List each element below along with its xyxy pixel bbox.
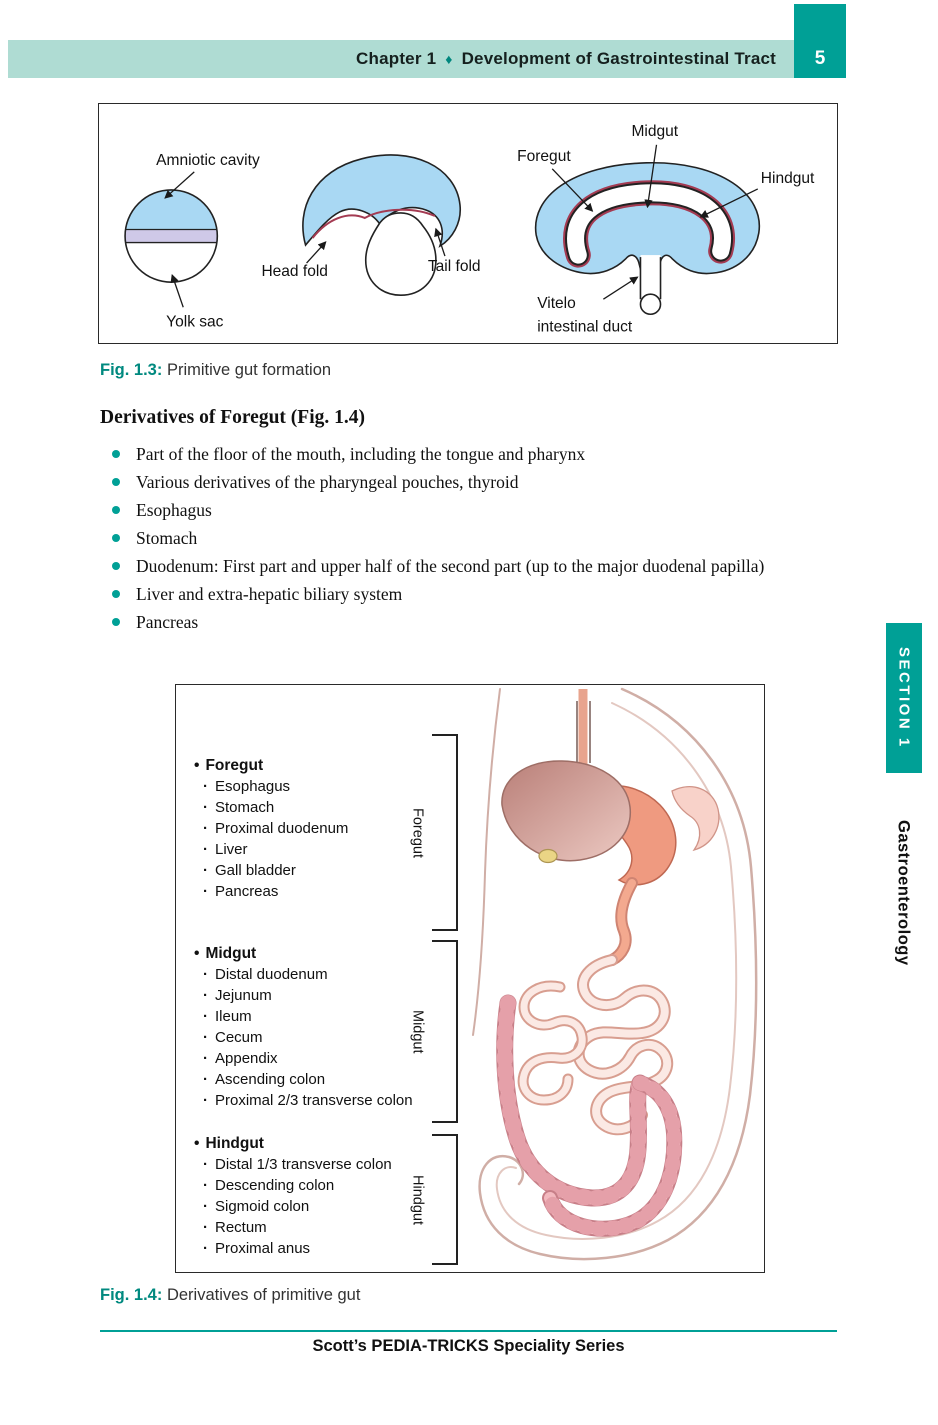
list-item: Sigmoid colon [194,1196,438,1217]
list-item: Gall bladder [194,860,438,881]
midgut-group: Midgut Distal duodenum Jejunum Ileum Cec… [194,943,438,1111]
list-item: Liver and extra-hepatic biliary system [100,580,846,608]
midgut-group-title: Midgut [194,943,438,964]
chapter-header-text: Chapter 1 ♦ Development of Gastrointestina… [356,49,776,69]
figure-1-4-box: Foregut Esophagus Stomach Proximal duode… [175,684,765,1273]
list-item: Liver [194,839,438,860]
hindgut-bracket [432,1134,458,1265]
list-item: Rectum [194,1217,438,1238]
list-item: Ascending colon [194,1069,438,1090]
list-item: Distal 1/3 transverse colon [194,1154,438,1175]
section-tab: SECTION 1 [886,623,922,773]
list-item: Distal duodenum [194,964,438,985]
head-tail-fold-diagram: Head fold Tail fold [261,154,481,296]
figure-1-3-caption-label: Fig. 1.3: [100,361,163,379]
footer-divider [100,1330,837,1332]
midgut-bracket [432,940,458,1123]
hindgut-bracket-label: Hindgut [409,1174,426,1225]
figure-1-3-caption: Fig. 1.3: Primitive gut formation [100,361,331,380]
foregut-derivatives-list: Part of the floor of the mouth, includin… [100,440,846,636]
figure-1-4-caption-text: Derivatives of primitive gut [166,1286,361,1304]
list-item: Esophagus [194,776,438,797]
gut-derivative-lists: Foregut Esophagus Stomach Proximal duode… [194,755,438,1259]
tail-fold-label: Tail fold [428,258,481,275]
section-tab-label: SECTION 1 [895,647,913,749]
midgut-bracket-label: Midgut [409,1009,426,1054]
list-item: Proximal duodenum [194,818,438,839]
list-item: Descending colon [194,1175,438,1196]
list-item: Pancreas [194,881,438,902]
figure-1-4-caption: Fig. 1.4: Derivatives of primitive gut [100,1286,360,1305]
midgut-label: Midgut [631,123,678,140]
specialty-tab: Gastroenterology [889,790,917,995]
list-item: Proximal 2/3 transverse colon [194,1090,438,1111]
chapter-header-bar: Chapter 1 ♦ Development of Gastrointestina… [8,40,846,78]
hindgut-group-title: Hindgut [194,1133,438,1154]
hindgut-group: Hindgut Distal 1/3 transverse colon Desc… [194,1133,438,1259]
chapter-number: Chapter 1 [356,49,437,68]
vitelointestinal-duct-label-line1: Vitelo [537,295,576,312]
body-outline [472,687,758,1261]
page-number-block: 5 [794,4,846,78]
chapter-title: Development of Gastrointestinal Tract [461,49,776,68]
foregut-bracket [432,734,458,931]
gut-regions-diagram: Foregut Midgut Hindgut Vitelo intestinal… [517,123,815,336]
diamond-icon: ♦ [445,51,453,67]
foregut-label: Foregut [517,148,571,165]
vitelointestinal-duct-label-line2: intestinal duct [537,318,633,335]
foregut-group: Foregut Esophagus Stomach Proximal duode… [194,755,438,902]
figure-1-3-caption-text: Primitive gut formation [166,361,332,379]
list-item: Stomach [194,797,438,818]
list-item: Ileum [194,1006,438,1027]
list-item: Appendix [194,1048,438,1069]
hindgut-label: Hindgut [761,170,815,187]
yolk-sac-label: Yolk sac [166,313,224,330]
list-item: Cecum [194,1027,438,1048]
amnion-yolk-diagram: Amniotic cavity Yolk sac [124,152,260,330]
list-item: Various derivatives of the pharyngeal po… [100,468,846,496]
pancreas-shape [671,786,720,852]
list-item: Pancreas [100,608,846,636]
foregut-bracket-label: Foregut [409,807,426,858]
specialty-tab-label: Gastroenterology [894,819,913,966]
colon-shape [496,994,683,1237]
embryo-gut-illustration [472,687,758,1261]
list-item: Stomach [100,524,846,552]
duodenum-shape [606,877,638,966]
list-item: Proximal anus [194,1238,438,1259]
figure-1-3-box: Amniotic cavity Yolk sac Head fold Tail … [98,103,838,344]
head-fold-label: Head fold [261,263,328,280]
liver-shape [501,760,631,862]
footer-series-title: Scott’s PEDIA-TRICKS Speciality Series [312,1337,625,1355]
page-number: 5 [814,48,826,69]
list-item: Part of the floor of the mouth, includin… [100,440,846,468]
list-item: Jejunum [194,985,438,1006]
figure-1-4-caption-label: Fig. 1.4: [100,1286,163,1304]
foregut-group-title: Foregut [194,755,438,776]
amniotic-cavity-label: Amniotic cavity [156,152,260,169]
small-intestine-shape [517,954,674,1136]
list-item: Duodenum: First part and upper half of t… [100,552,846,580]
foregut-derivatives-heading: Derivatives of Foregut (Fig. 1.4) [100,407,365,428]
list-item: Esophagus [100,496,846,524]
primitive-gut-formation-diagram: Amniotic cavity Yolk sac Head fold Tail … [124,123,815,336]
gall-bladder-shape [538,848,558,864]
